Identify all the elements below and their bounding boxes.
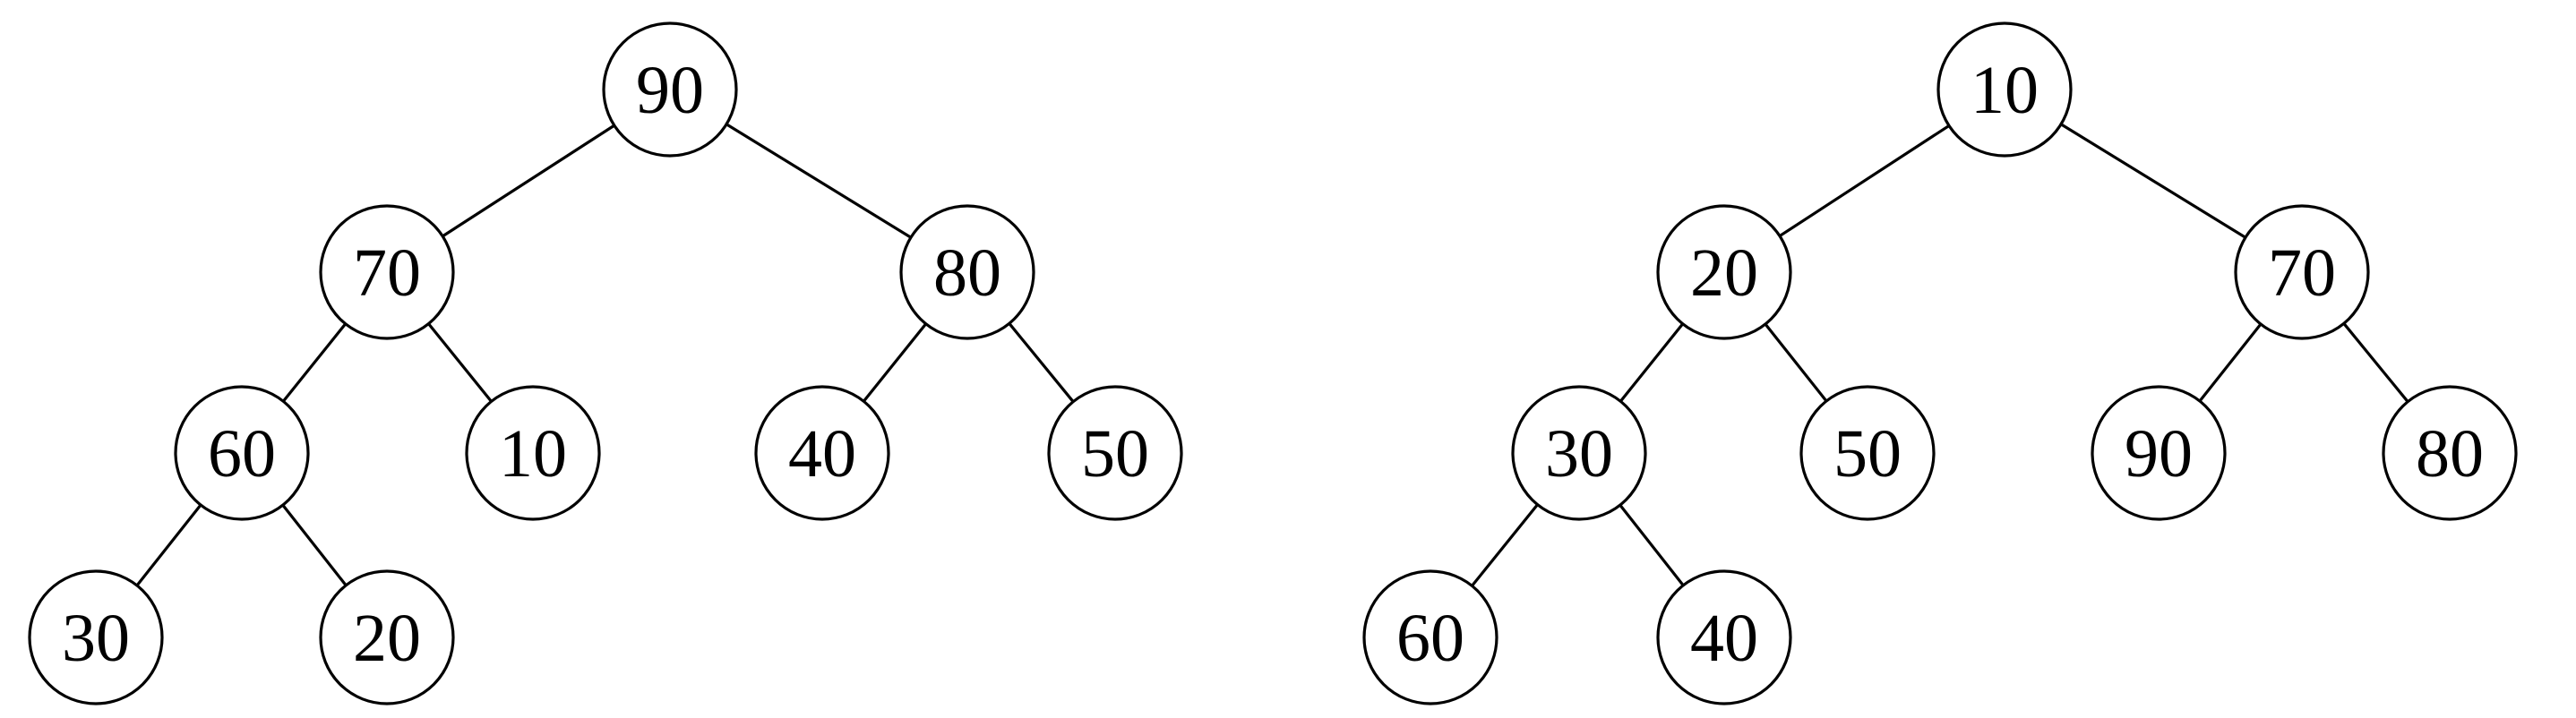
node-label: 40 (788, 416, 856, 491)
node-label: 90 (636, 53, 704, 128)
node-circle (465, 385, 601, 521)
tree-1-node-60: 60 (174, 385, 310, 521)
tree-1-node-70: 70 (319, 204, 455, 340)
tree-2-node-80: 80 (2382, 385, 2518, 521)
node-label: 70 (2268, 235, 2336, 311)
node-label: 10 (499, 416, 567, 491)
node-label: 50 (1081, 416, 1149, 491)
node-label: 60 (1396, 601, 1464, 676)
node-circle (1799, 385, 1936, 521)
tree-1-edge-90-70 (442, 124, 615, 238)
tree-2-edge-20-50 (1764, 323, 1828, 402)
tree-1-node-40: 40 (754, 385, 890, 521)
tree-1-node-10: 10 (465, 385, 601, 521)
tree-2-node-20: 20 (1656, 204, 1792, 340)
node-circle (1656, 569, 1792, 705)
edges-layer (135, 123, 2409, 587)
tree-1-node-30: 30 (28, 569, 164, 705)
node-circle (2091, 385, 2227, 521)
tree-1-edge-80-40 (863, 322, 927, 403)
node-circle (2234, 204, 2370, 340)
tree-1-edge-70-60 (282, 322, 347, 403)
node-circle (1511, 385, 1647, 521)
node-label: 20 (1690, 235, 1758, 311)
node-circle (174, 385, 310, 521)
tree-2-edge-20-30 (1619, 322, 1684, 403)
tree-1-edge-90-80 (726, 123, 912, 239)
tree-2-edge-30-40 (1619, 504, 1685, 586)
node-circle (319, 204, 455, 340)
tree-1-edge-70-10 (427, 322, 493, 403)
node-circle (2382, 385, 2518, 521)
tree-2-node-90: 90 (2091, 385, 2227, 521)
tree-2-node-50: 50 (1799, 385, 1936, 521)
node-label: 50 (1833, 416, 1902, 491)
node-circle (319, 569, 455, 705)
node-circle (1936, 21, 2073, 158)
node-circle (754, 385, 890, 521)
node-label: 70 (353, 235, 421, 311)
tree-2-edge-30-60 (1471, 503, 1539, 587)
tree-2-node-40: 40 (1656, 569, 1792, 705)
node-circle (602, 21, 738, 158)
node-label: 90 (2125, 416, 2193, 491)
node-label: 60 (208, 416, 276, 491)
node-circle (1656, 204, 1792, 340)
tree-2-edge-10-70 (2060, 123, 2246, 239)
nodes-layer: 90 70 80 60 10 40 50 30 20 10 20 70 30 50 90 80 60 40 (28, 21, 2518, 705)
tree-1-node-50: 50 (1047, 385, 1183, 521)
tree-1-edge-60-30 (135, 504, 202, 586)
tree-1-edge-80-50 (1008, 322, 1075, 403)
tree-2-node-60: 60 (1362, 569, 1498, 705)
tree-1-edge-60-20 (281, 504, 348, 586)
tree-1-node-80: 80 (899, 204, 1035, 340)
tree-2-edge-70-80 (2342, 322, 2409, 403)
tree-2-edge-70-90 (2198, 323, 2263, 402)
tree-2-node-10: 10 (1936, 21, 2073, 158)
tree-2-node-70: 70 (2234, 204, 2370, 340)
node-label: 20 (353, 601, 421, 676)
node-circle (1047, 385, 1183, 521)
node-label: 80 (2416, 416, 2484, 491)
node-circle (899, 204, 1035, 340)
node-label: 30 (1545, 416, 1613, 491)
tree-2-node-30: 30 (1511, 385, 1647, 521)
node-label: 40 (1690, 601, 1758, 676)
tree-1-node-90: 90 (602, 21, 738, 158)
node-label: 80 (933, 235, 1001, 311)
node-label: 10 (1971, 53, 2039, 128)
node-circle (28, 569, 164, 705)
tree-1-node-20: 20 (319, 569, 455, 705)
node-circle (1362, 569, 1498, 705)
tree-2-edge-10-20 (1779, 124, 1950, 237)
node-label: 30 (62, 601, 130, 676)
